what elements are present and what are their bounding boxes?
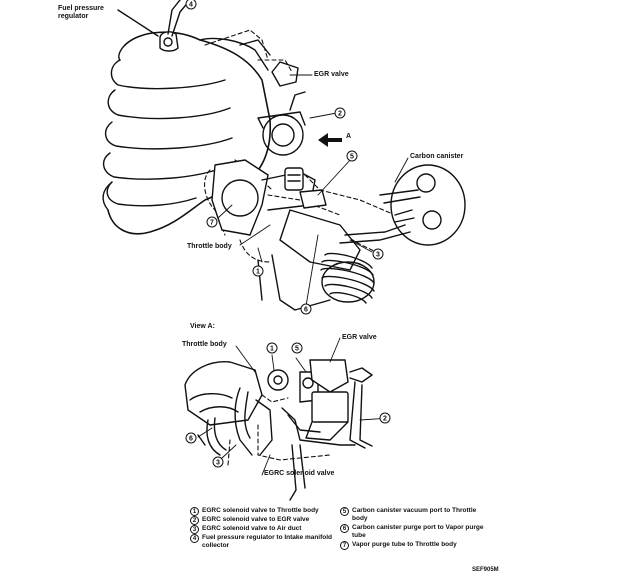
air-duct — [257, 209, 375, 311]
legend-number: 1 — [190, 507, 199, 516]
callout-7-top: 7 — [206, 216, 218, 228]
svg-text:2: 2 — [338, 111, 342, 118]
label-throttle-body-top: Throttle body — [187, 243, 232, 250]
callout-1-bottom: 1 — [266, 342, 278, 354]
callout-5-bottom: 5 — [291, 342, 303, 354]
legend-text: Fuel pressure regulator to Intake manifo… — [202, 534, 333, 549]
label-egr-valve-top: EGR valve — [314, 71, 349, 78]
label-fuel-pressure-regulator: Fuel pressure regulator — [58, 5, 104, 20]
view-a-arrow-icon — [318, 133, 342, 147]
legend-text: Carbon canister vacuum port to Throttle … — [352, 507, 477, 522]
vacuum-lines-bottom — [227, 394, 331, 466]
view-a-drawing — [184, 359, 373, 501]
throttle-body-top — [211, 159, 316, 236]
legend-number: 6 — [340, 524, 349, 533]
legend-text: EGRC solenoid valve to Air duct — [202, 525, 302, 532]
legend-text: Vapor purge tube to Throttle body — [352, 541, 457, 548]
carbon-canister — [339, 164, 466, 246]
label-view-a-arrow: A — [346, 133, 352, 140]
svg-text:4: 4 — [189, 2, 193, 9]
svg-text:6: 6 — [304, 307, 308, 314]
callout-5-top: 5 — [346, 150, 358, 162]
label-throttle-body-bottom: Throttle body — [182, 341, 227, 348]
egr-valve-top — [257, 61, 306, 156]
svg-text:5: 5 — [350, 154, 354, 161]
legend-number: 5 — [340, 507, 349, 516]
svg-text:5: 5 — [295, 346, 299, 353]
label-egr-valve-bottom: EGR valve — [342, 334, 377, 341]
legend-number: 3 — [190, 525, 199, 534]
callout-6-top: 6 — [300, 303, 312, 315]
legend-number: 2 — [190, 516, 199, 525]
fuel-pressure-regulator — [117, 0, 191, 52]
egrc-solenoid-top — [299, 189, 327, 209]
label-view-a: View A: — [190, 323, 215, 330]
label-carbon-canister: Carbon canister — [410, 153, 464, 160]
legend-number: 4 — [190, 534, 199, 543]
svg-text:1: 1 — [270, 346, 274, 353]
legend-text: Carbon canister purge port to Vapor purg… — [352, 524, 484, 539]
label-egrc-solenoid-valve: EGRC solenoid valve — [264, 470, 335, 477]
svg-text:1: 1 — [256, 269, 260, 276]
callout-6-bottom: 6 — [185, 432, 197, 444]
legend-text: EGRC solenoid valve to Throttle body — [202, 507, 319, 514]
callout-4-top: 4 — [185, 0, 197, 10]
svg-text:3: 3 — [216, 460, 220, 467]
callout-2-top: 2 — [334, 107, 346, 119]
intake-manifold — [102, 31, 272, 235]
callout-2-bottom: 2 — [379, 412, 391, 424]
svg-text:2: 2 — [383, 416, 387, 423]
legend-number: 7 — [340, 541, 349, 550]
figure-code: SEF905M — [472, 567, 499, 573]
callout-3-top: 3 — [372, 248, 384, 260]
callout-1-top: 1 — [252, 265, 264, 277]
callout-3-bottom: 3 — [212, 456, 224, 468]
svg-text:6: 6 — [189, 436, 193, 443]
legend-text: EGRC solenoid valve to EGR valve — [202, 516, 310, 523]
svg-text:7: 7 — [210, 220, 214, 227]
svg-text:3: 3 — [376, 252, 380, 259]
